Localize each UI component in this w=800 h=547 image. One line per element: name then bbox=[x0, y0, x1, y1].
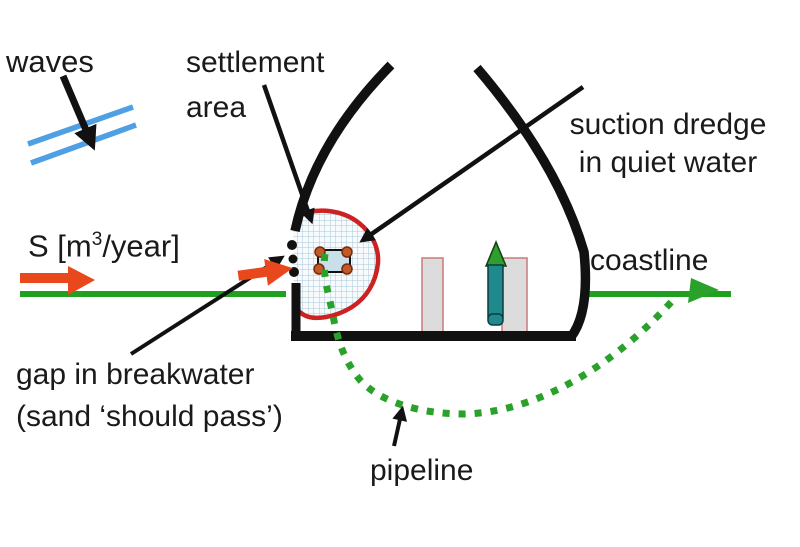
pipeline-pointer-arrow bbox=[392, 405, 408, 447]
dredge-cone bbox=[484, 240, 508, 267]
breakwater-right-curve bbox=[473, 64, 591, 340]
dredge-cap bbox=[487, 313, 504, 326]
sediment-rate-superscript: 3 bbox=[91, 229, 103, 250]
gap-in-breakwater-label: gap in breakwater(sand ‘should pass’) bbox=[16, 358, 283, 433]
pipeline-label: pipeline bbox=[370, 454, 474, 487]
suction-dredge-icon bbox=[484, 240, 508, 326]
sediment-arrow-gap bbox=[237, 258, 293, 286]
sediment-arrow-left bbox=[20, 266, 95, 295]
coastline-label: coastline bbox=[590, 244, 709, 277]
settlement-pointer-arrow bbox=[261, 84, 315, 225]
pier-right bbox=[501, 257, 528, 341]
pier-left bbox=[421, 257, 444, 341]
dredge-hull bbox=[487, 264, 504, 318]
sediment-rate-label: S [m3/year] bbox=[28, 228, 180, 264]
waves-arrow-icon bbox=[59, 74, 97, 151]
breakwater-gap-dots bbox=[287, 240, 299, 277]
waves-label: waves bbox=[6, 44, 94, 79]
suction-pointer-arrow bbox=[359, 85, 585, 243]
settlement-area-outline bbox=[291, 208, 381, 320]
coastline-arrowhead bbox=[688, 278, 719, 303]
